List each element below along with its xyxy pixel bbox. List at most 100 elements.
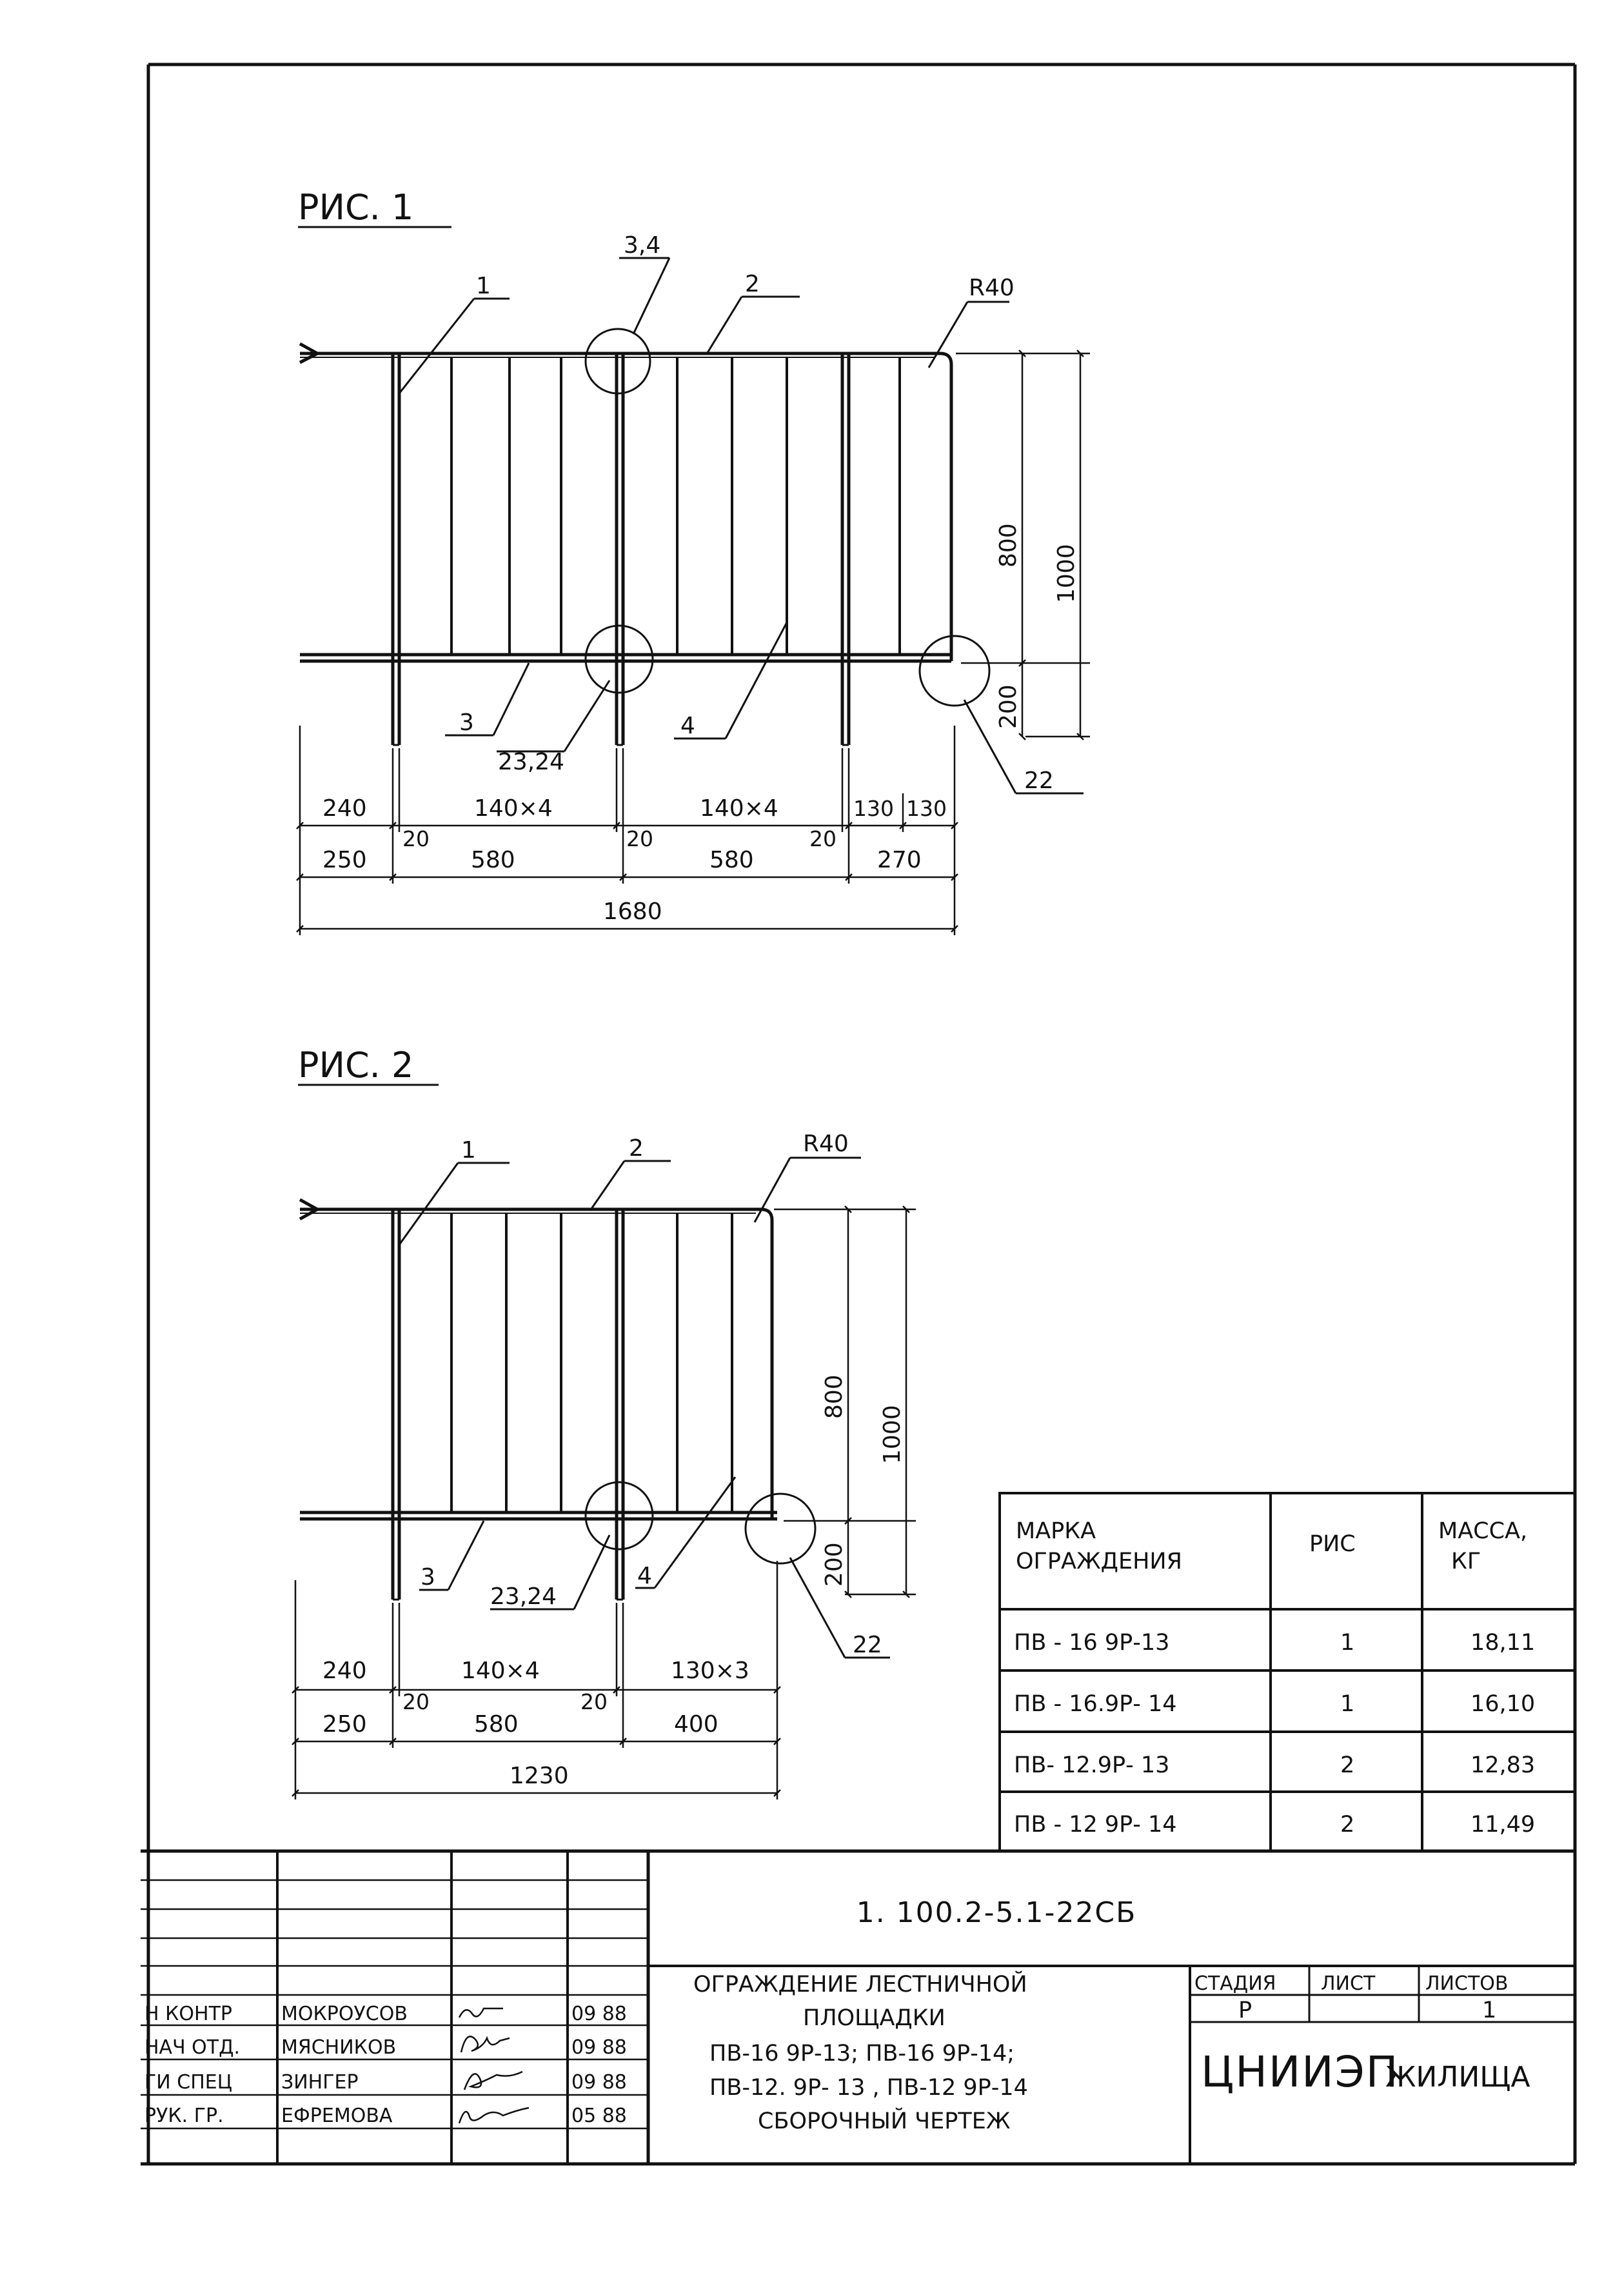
fig2-callout-3: 3 xyxy=(421,1564,435,1591)
title-block: 1. 100.2-5.1-22СБ ОГРАЖДЕНИЕ ЛЕСТНИЧНОЙ … xyxy=(141,1849,1575,2164)
signature-row-1-date: 09 88 xyxy=(571,2003,627,2025)
signature-row-2-signature xyxy=(460,2036,510,2053)
figure-2: РИС. 2 xyxy=(292,1045,916,1799)
fig2-dim-250: 250 xyxy=(322,1711,367,1738)
fig1-dim-580-a: 580 xyxy=(471,847,515,873)
fig1-dim-20-c: 20 xyxy=(809,826,837,851)
fig1-callout-2: 2 xyxy=(745,271,760,297)
signature-row-4-role: РУК. ГР. xyxy=(144,2105,224,2127)
fig2-dim-800: 800 xyxy=(821,1374,847,1419)
fig2-dim-400: 400 xyxy=(674,1711,718,1738)
mass-table-header-mass-line1: МАССА, xyxy=(1438,1518,1527,1544)
mass-table-row-2-mass: 16,10 xyxy=(1471,1691,1535,1717)
sheet-label: ЛИСТ xyxy=(1321,1972,1376,1995)
signature-row-3-signature xyxy=(463,2070,523,2090)
fig1-dim-250: 250 xyxy=(322,847,367,873)
fig1-callout-1: 1 xyxy=(476,273,491,299)
fig2-dim-20-a: 20 xyxy=(402,1689,430,1714)
signature-row-4-signature xyxy=(458,2107,530,2124)
fig1-callout-22: 22 xyxy=(1024,768,1054,794)
drawing-title-line4: ПВ-12. 9Р- 13 , ПВ-12 9Р-14 xyxy=(709,2075,1028,2101)
figure-1: РИС. 1 xyxy=(296,187,1090,935)
mass-table-row-1-mass: 18,11 xyxy=(1471,1630,1535,1656)
fig1-radius-label: R40 xyxy=(969,275,1015,301)
fig2-radius-label: R40 xyxy=(803,1131,849,1157)
signature-row-4-date: 05 88 xyxy=(571,2105,627,2127)
mass-table-row-1-fig: 1 xyxy=(1340,1630,1354,1656)
fig1-dim-270: 270 xyxy=(877,847,922,873)
document-code: 1. 100.2-5.1-22СБ xyxy=(857,1896,1137,1929)
mass-table: МАРКА ОГРАЖДЕНИЯ РИС МАССА, КГ ПВ - 16 9… xyxy=(998,1492,1576,1852)
fig2-callout-22: 22 xyxy=(853,1632,882,1658)
signature-row-1-signature xyxy=(458,2007,503,2018)
stage-label: СТАДИЯ xyxy=(1194,1972,1276,1995)
mass-table-row-1-mark: ПВ - 16 9Р-13 xyxy=(1014,1630,1169,1656)
mass-table-row-3-mass: 12,83 xyxy=(1471,1752,1535,1778)
mass-table-row-4-mark: ПВ - 12 9Р- 14 xyxy=(1014,1812,1177,1838)
drawing-title-line5: СБОРОЧНЫЙ ЧЕРТЕЖ xyxy=(758,2107,1011,2134)
figure-1-title: РИС. 1 xyxy=(298,187,413,228)
fig2-callout-2: 2 xyxy=(629,1135,644,1162)
fig1-dim-580-b: 580 xyxy=(709,847,754,873)
fig2-dim-1230: 1230 xyxy=(510,1763,569,1789)
mass-table-row-2-fig: 1 xyxy=(1340,1691,1354,1717)
figure-1-vertical-dimensions xyxy=(956,350,1090,740)
mass-table-row-3-fig: 2 xyxy=(1340,1752,1354,1778)
fig2-dim-20-b: 20 xyxy=(580,1689,608,1714)
fig1-dim-130-b: 130 xyxy=(906,796,947,821)
signature-row-2-name: МЯСНИКОВ xyxy=(281,2036,396,2059)
drawing-frame xyxy=(141,63,1577,2166)
signature-row-4-name: ЕФРЕМОВА xyxy=(281,2105,393,2127)
figure-2-title: РИС. 2 xyxy=(298,1045,413,1085)
figure-2-vertical-dimensions xyxy=(774,1205,916,1598)
figure-1-railing xyxy=(299,328,991,746)
mass-table-row-3-mark: ПВ- 12.9Р- 13 xyxy=(1014,1752,1169,1778)
fig1-dim-20-b: 20 xyxy=(626,826,653,851)
mass-table-header-fig: РИС xyxy=(1309,1531,1356,1557)
fig2-dim-1000: 1000 xyxy=(879,1405,906,1464)
fig1-dim-1000: 1000 xyxy=(1053,544,1080,603)
figure-2-callouts xyxy=(398,1156,890,1659)
mass-table-header-mass-line2: КГ xyxy=(1451,1549,1481,1574)
figure-1-callouts xyxy=(398,257,1084,795)
fig2-dim-200: 200 xyxy=(821,1542,847,1587)
fig1-dim-240: 240 xyxy=(322,795,367,822)
fig1-dim-140x4-a: 140×4 xyxy=(474,795,553,822)
fig1-dim-130-a: 130 xyxy=(853,796,894,821)
organization-suffix: ЖИЛИЩА xyxy=(1385,2061,1530,2094)
fig2-callout-23-24: 23,24 xyxy=(490,1583,557,1610)
mass-table-header-mark-line1: МАРКА xyxy=(1016,1518,1096,1544)
signature-row-2-date: 09 88 xyxy=(571,2036,627,2059)
fig1-dim-20-a: 20 xyxy=(402,826,430,851)
mass-table-header-mark-line2: ОГРАЖДЕНИЯ xyxy=(1016,1549,1182,1574)
fig1-dim-800: 800 xyxy=(995,523,1022,568)
sheets-value: 1 xyxy=(1482,1997,1496,2023)
mass-table-row-2-mark: ПВ - 16.9Р- 14 xyxy=(1014,1691,1177,1717)
organization-name: ЦНИИЭП xyxy=(1201,2047,1399,2097)
stage-value: Р xyxy=(1238,1997,1252,2023)
drawing-title-line1: ОГРАЖДЕНИЕ ЛЕСТНИЧНОЙ xyxy=(693,1970,1027,1997)
drawing-title-line3: ПВ-16 9Р-13; ПВ-16 9Р-14; xyxy=(709,2041,1015,2067)
fig1-dim-200: 200 xyxy=(995,684,1022,729)
signature-row-3-date: 09 88 xyxy=(571,2071,627,2094)
figure-2-railing xyxy=(299,1198,817,1601)
mass-table-row-4-mass: 11,49 xyxy=(1471,1812,1535,1838)
fig1-dim-1680: 1680 xyxy=(603,898,662,925)
fig2-callout-1: 1 xyxy=(461,1137,476,1164)
fig1-callout-3-4: 3,4 xyxy=(624,232,660,259)
signature-row-2-role: НАЧ ОТД. xyxy=(144,2036,240,2059)
fig1-callout-4: 4 xyxy=(680,713,695,739)
fig1-callout-23-24: 23,24 xyxy=(498,749,564,775)
signature-row-3-name: ЗИНГЕР xyxy=(281,2071,359,2094)
signature-row-3-role: ГИ СПЕЦ xyxy=(144,2071,232,2094)
sheets-label: ЛИСТОВ xyxy=(1425,1972,1508,1995)
mass-table-row-4-fig: 2 xyxy=(1340,1812,1354,1838)
signature-row-1-name: МОКРОУСОВ xyxy=(281,2003,408,2025)
signature-row-1-role: Н КОНТР xyxy=(144,2003,232,2025)
drawing-title-line2: ПЛОЩАДКИ xyxy=(803,2005,946,2031)
fig1-callout-3: 3 xyxy=(459,709,474,736)
fig2-dim-580: 580 xyxy=(474,1711,519,1738)
fig2-dim-240: 240 xyxy=(322,1658,367,1684)
fig1-dim-140x4-b: 140×4 xyxy=(700,795,778,822)
